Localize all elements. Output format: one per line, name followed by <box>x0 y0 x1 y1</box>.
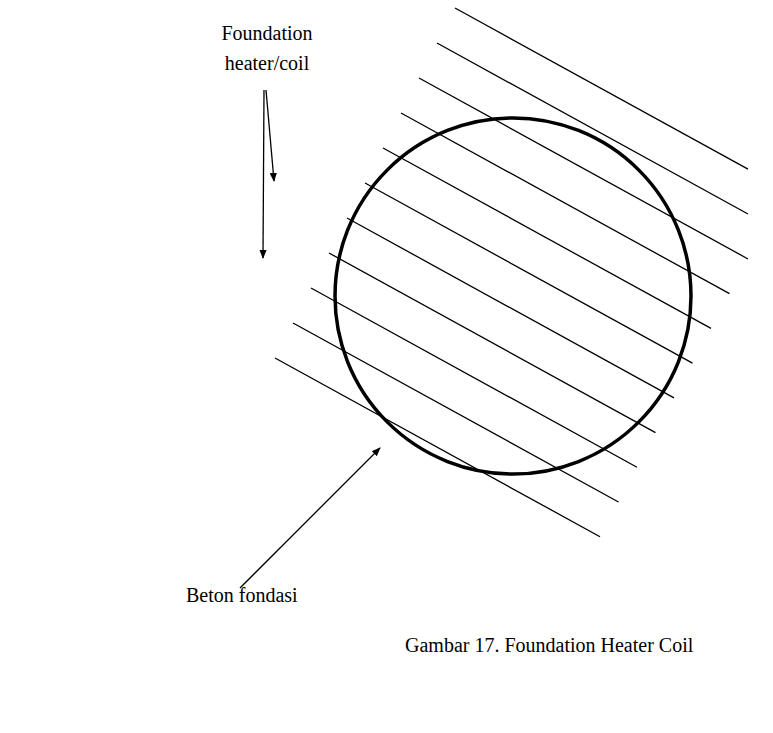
leader-arrow <box>263 90 264 258</box>
coil-line <box>329 253 656 433</box>
coil-line <box>437 43 748 214</box>
foundation-circle <box>335 118 691 474</box>
figure-caption: Gambar 17. Foundation Heater Coil <box>405 630 693 660</box>
heater-coil-lines <box>275 8 748 537</box>
leader-arrow <box>266 90 274 181</box>
coil-line <box>401 113 730 294</box>
coil-line <box>383 148 711 328</box>
part-label: Beton fondasi <box>186 580 346 610</box>
callout-label: Foundation heater/coil <box>203 18 331 78</box>
coil-line <box>311 288 637 467</box>
coil-line <box>365 183 693 363</box>
coil-line <box>275 358 600 537</box>
coil-line <box>455 8 748 169</box>
coil-line <box>347 218 674 398</box>
leader-arrow <box>240 448 380 588</box>
coil-line <box>419 78 748 259</box>
